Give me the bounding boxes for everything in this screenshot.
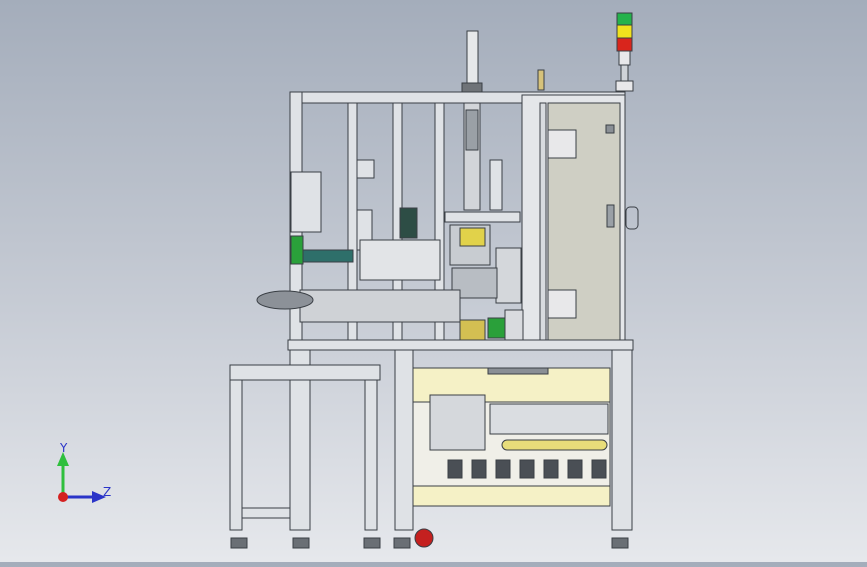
vertical-guide-rod — [461, 30, 545, 211]
z-axis-label: Z — [103, 485, 111, 499]
left-control-box — [290, 171, 354, 265]
caster-wheel — [414, 528, 434, 548]
stack-light — [615, 12, 634, 92]
side-enclosure — [521, 94, 639, 341]
machine-model — [229, 12, 639, 549]
leveling-feet — [230, 537, 629, 549]
assembly-mechanism — [256, 159, 524, 341]
y-axis-label: Y — [59, 441, 68, 455]
auxiliary-table — [229, 364, 381, 531]
origin-icon — [58, 492, 68, 502]
base-plate — [287, 339, 634, 351]
pressure-regulators — [447, 459, 607, 479]
coordinate-triad: Y Z — [50, 440, 130, 510]
lower-cabinet — [289, 349, 633, 531]
